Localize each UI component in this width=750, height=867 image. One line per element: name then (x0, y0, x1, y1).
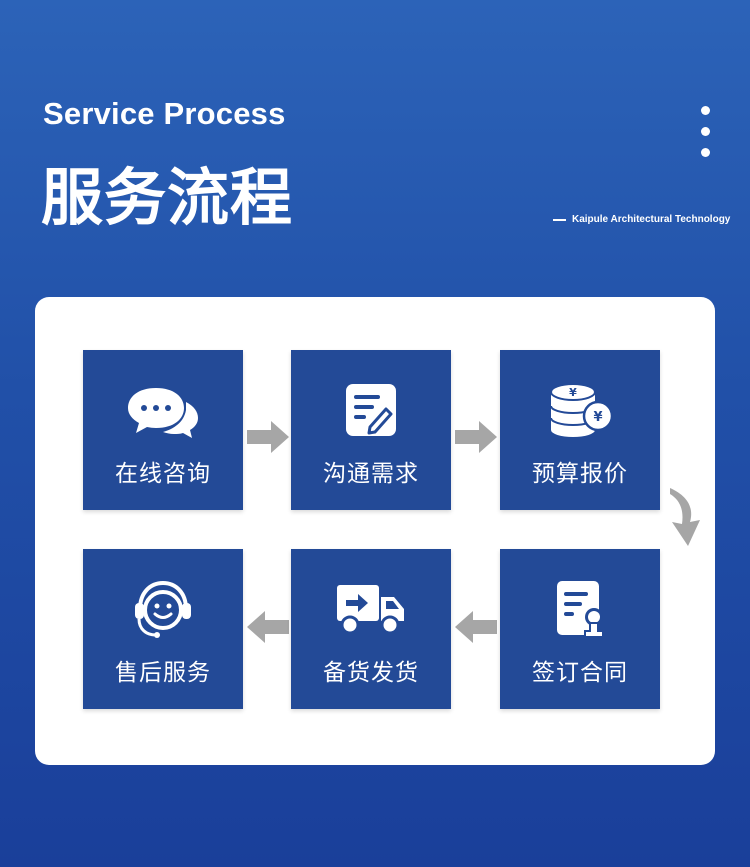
step-stock-shipping[interactable]: 备货发货 (291, 549, 451, 709)
company-tagline: Kaipule Architectural Technology (553, 214, 730, 225)
step-label: 沟通需求 (323, 461, 419, 487)
dash-divider (553, 218, 566, 221)
coins-icon: ¥ ¥ (543, 380, 617, 440)
chat-bubbles-icon (126, 380, 200, 440)
page-title-chinese: 服务流程 (41, 161, 294, 234)
company-name: Kaipule Architectural Technology (572, 214, 731, 225)
step-label: 预算报价 (532, 461, 628, 487)
support-headset-icon (126, 579, 200, 639)
turn-arrow-icon (664, 486, 706, 552)
step-after-sales[interactable]: 售后服务 (83, 549, 243, 709)
step-budget-quote[interactable]: ¥ ¥ 预算报价 (500, 350, 660, 510)
process-panel: 在线咨询 沟通需求 (35, 297, 715, 765)
edit-document-icon (334, 380, 408, 440)
page-title-english: Service Process (43, 96, 286, 131)
step-online-consult[interactable]: 在线咨询 (83, 350, 243, 510)
arrow-right-icon (247, 421, 289, 453)
more-dots-icon (701, 106, 711, 169)
step-label: 备货发货 (323, 660, 419, 686)
step-sign-contract[interactable]: 签订合同 (500, 549, 660, 709)
arrow-left-icon (247, 611, 289, 643)
step-label: 签订合同 (532, 660, 628, 686)
step-label: 售后服务 (115, 660, 211, 686)
step-label: 在线咨询 (115, 461, 211, 487)
step-communicate-needs[interactable]: 沟通需求 (291, 350, 451, 510)
contract-icon (543, 579, 617, 639)
svg-text:¥: ¥ (569, 386, 577, 399)
svg-text:¥: ¥ (593, 410, 602, 425)
arrow-left-icon (455, 611, 497, 643)
arrow-right-icon (455, 421, 497, 453)
delivery-truck-icon (334, 579, 408, 639)
